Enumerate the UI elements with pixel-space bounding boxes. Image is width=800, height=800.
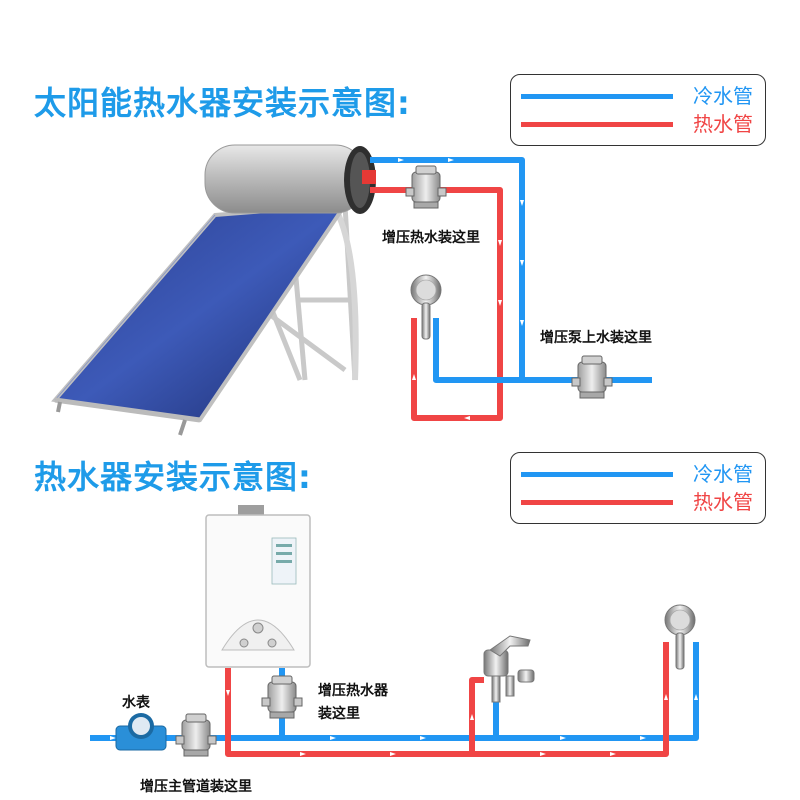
solar-diagram-title: 太阳能热水器安装示意图: [34, 84, 411, 122]
legend-cold-label: 冷水管 [693, 84, 753, 108]
water-tank [204, 144, 366, 214]
hot-pipe-swatch [521, 122, 673, 127]
water-meter-icon [115, 713, 167, 751]
legend-hot-label: 热水管 [693, 490, 753, 514]
legend-cold-row: 冷水管 [521, 459, 755, 489]
faucet-icon [483, 635, 535, 703]
heater-cold-pipes [90, 642, 699, 741]
cold-pipe-swatch [521, 94, 673, 99]
hot-pipe-swatch [521, 500, 673, 505]
legend-cold-row: 冷水管 [521, 81, 755, 111]
booster-pump-hot [405, 165, 447, 209]
legend-cold-label: 冷水管 [693, 462, 753, 486]
gas-water-heater [205, 505, 311, 668]
solar-hot-pipes [370, 187, 503, 421]
label-water-meter: 水表 [122, 695, 150, 711]
solar-water-heater [51, 144, 376, 436]
shower-head-icon [664, 604, 696, 670]
booster-pump-heater [261, 675, 303, 719]
solar-pipe-legend: 冷水管 热水管 [510, 74, 766, 146]
booster-pump-main [175, 713, 217, 757]
label-pump-inlet: 增压泵上水装这里 [540, 330, 652, 346]
heater-diagram-title: 热水器安装示意图: [34, 458, 312, 496]
heater-pipe-legend: 冷水管 热水管 [510, 452, 766, 524]
label-pump-hot: 增压热水装这里 [382, 230, 480, 246]
legend-hot-label: 热水管 [693, 112, 753, 136]
label-pump-main: 增压主管道装这里 [140, 779, 252, 795]
label-pump-heater-line1: 增压热水器 [318, 683, 388, 699]
legend-hot-row: 热水管 [521, 487, 755, 517]
label-pump-heater-line2: 装这里 [318, 706, 360, 722]
legend-hot-row: 热水管 [521, 109, 755, 139]
cold-pipe-swatch [521, 472, 673, 477]
booster-pump-inlet [571, 355, 613, 399]
